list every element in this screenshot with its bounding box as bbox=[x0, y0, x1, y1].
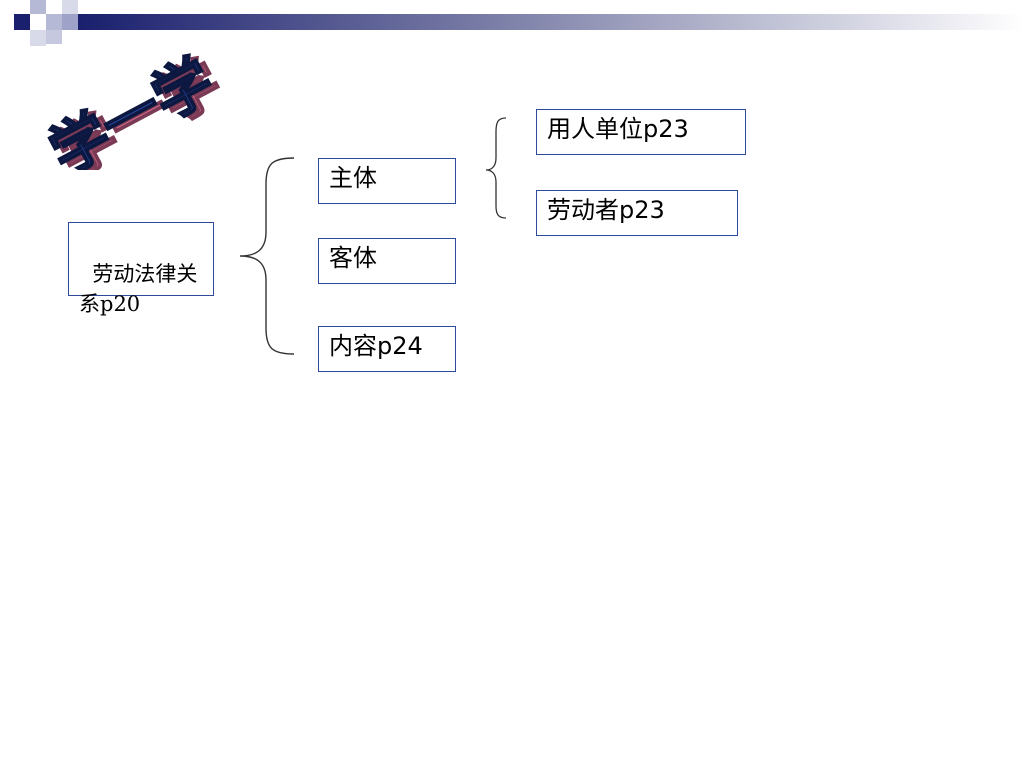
node-content-label: 内容p24 bbox=[329, 332, 423, 360]
root-node-label: 劳动法律关系p20 bbox=[79, 262, 198, 316]
header-decoration bbox=[14, 0, 1024, 46]
node-object: 客体 bbox=[318, 238, 456, 284]
brace-subject-to-parties bbox=[485, 117, 507, 219]
node-object-label: 客体 bbox=[329, 244, 377, 272]
node-subject: 主体 bbox=[318, 158, 456, 204]
brace-root-to-children bbox=[239, 157, 295, 355]
wordart-face: 学一学 bbox=[39, 45, 225, 170]
node-subject-label: 主体 bbox=[329, 164, 377, 192]
wordart-title: 学一学 学一学 bbox=[38, 44, 234, 170]
node-worker: 劳动者p23 bbox=[536, 190, 738, 236]
node-employer: 用人单位p23 bbox=[536, 109, 746, 155]
root-node-labor-relation: 劳动法律关系p20 bbox=[68, 222, 214, 316]
node-content: 内容p24 bbox=[318, 326, 456, 372]
node-employer-label: 用人单位p23 bbox=[547, 115, 689, 143]
node-worker-label: 劳动者p23 bbox=[547, 196, 665, 224]
